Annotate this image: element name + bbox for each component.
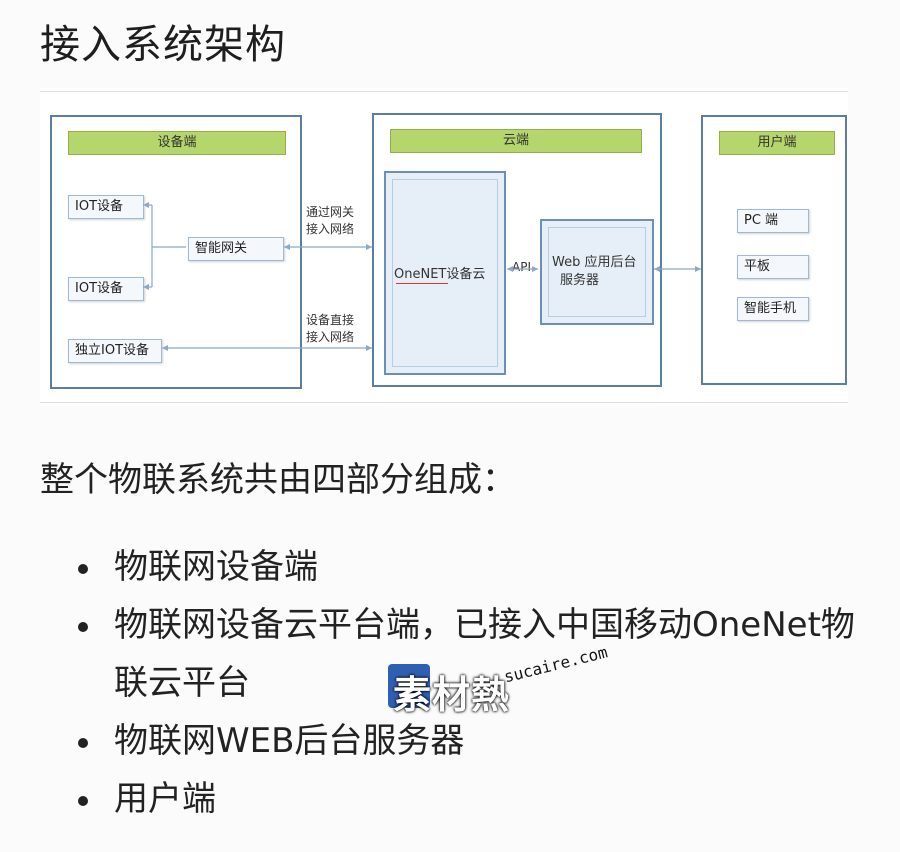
bullet-icon <box>78 622 88 632</box>
tablet-box: 平板 <box>737 255 809 279</box>
cloud-panel: 云端 OneNET设备云 Web 应用后台 服务器 API <box>372 113 662 387</box>
list-item-text: 物联网WEB后台服务器 <box>114 721 465 761</box>
list-item: 物联网WEB后台服务器 <box>78 712 858 770</box>
watermark-text: 素材熱 <box>393 673 511 717</box>
user-panel-header: 用户端 <box>719 131 835 155</box>
user-panel: 用户端 PC 端 平板 智能手机 <box>701 115 847 385</box>
web-backend-server-box: Web 应用后台 服务器 <box>540 219 654 325</box>
iot-device-box-1: IOT设备 <box>68 195 144 219</box>
bullet-icon <box>78 738 88 748</box>
page-title: 接入系统架构 <box>40 22 286 68</box>
cloud-panel-header: 云端 <box>390 129 642 153</box>
bullet-icon <box>78 796 88 806</box>
architecture-diagram: 设备端 IOT设备 IOT设备 智能网关 独立IOT设备 云端 OneNET设备… <box>40 88 848 406</box>
gateway-link-label-line-1: 通过网关 <box>306 205 355 219</box>
web-backend-label-line-2: 服务器 <box>560 273 600 288</box>
list-item-text: 物联网设备云平台端，已接入中国移动OneNet物联云平台 <box>114 605 855 703</box>
pc-box: PC 端 <box>737 209 809 233</box>
arrowhead-iot2 <box>143 284 149 290</box>
smart-gateway-box: 智能网关 <box>188 237 284 261</box>
onenet-label: OneNET设备云 <box>394 267 486 282</box>
list-item-text: 用户端 <box>114 779 216 819</box>
onenet-inner-frame <box>392 179 498 367</box>
arrowhead-api-left <box>507 266 513 272</box>
component-list: 物联网设备端 物联网设备云平台端，已接入中国移动OneNet物联云平台 物联网W… <box>78 538 858 828</box>
arrowhead-gateway-left <box>284 244 290 250</box>
onenet-underline <box>396 283 448 284</box>
iot-device-box-2: IOT设备 <box>68 277 144 301</box>
top-divider <box>40 91 848 92</box>
device-panel: 设备端 IOT设备 IOT设备 智能网关 独立IOT设备 <box>50 115 302 389</box>
direct-link-label-line-2: 接入网络 <box>306 330 355 344</box>
list-item: 用户端 <box>78 770 858 828</box>
arrowhead-api-right <box>532 266 538 272</box>
list-item: 物联网设备端 <box>78 538 858 596</box>
standalone-iot-device-box: 独立IOT设备 <box>68 339 162 363</box>
smartphone-box: 智能手机 <box>737 297 809 321</box>
arrowhead-iot1 <box>143 202 149 208</box>
watermark-logo-icon <box>388 664 430 708</box>
arrowhead-standalone-left <box>162 345 168 351</box>
arrowhead-gateway-right <box>366 244 372 250</box>
api-label: API <box>512 260 531 274</box>
direct-link-label-line-1: 设备直接 <box>306 313 355 327</box>
web-backend-inner-frame <box>548 227 646 317</box>
list-item-text: 物联网设备端 <box>114 547 318 587</box>
bullet-icon <box>78 564 88 574</box>
onenet-device-cloud-box: OneNET设备云 <box>384 171 506 375</box>
arrowhead-standalone-right <box>366 345 372 351</box>
section-heading: 整个物联系统共由四部分组成： <box>40 460 516 500</box>
connector-lines <box>143 202 701 351</box>
bottom-divider <box>40 402 848 403</box>
list-item: 物联网设备云平台端，已接入中国移动OneNet物联云平台 <box>78 596 858 712</box>
device-panel-header: 设备端 <box>68 131 286 155</box>
gateway-link-label-line-2: 接入网络 <box>306 222 355 236</box>
arrowhead-user-left <box>654 266 660 272</box>
web-backend-label-line-1: Web 应用后台 <box>552 255 637 270</box>
arrowhead-user-right <box>695 266 701 272</box>
